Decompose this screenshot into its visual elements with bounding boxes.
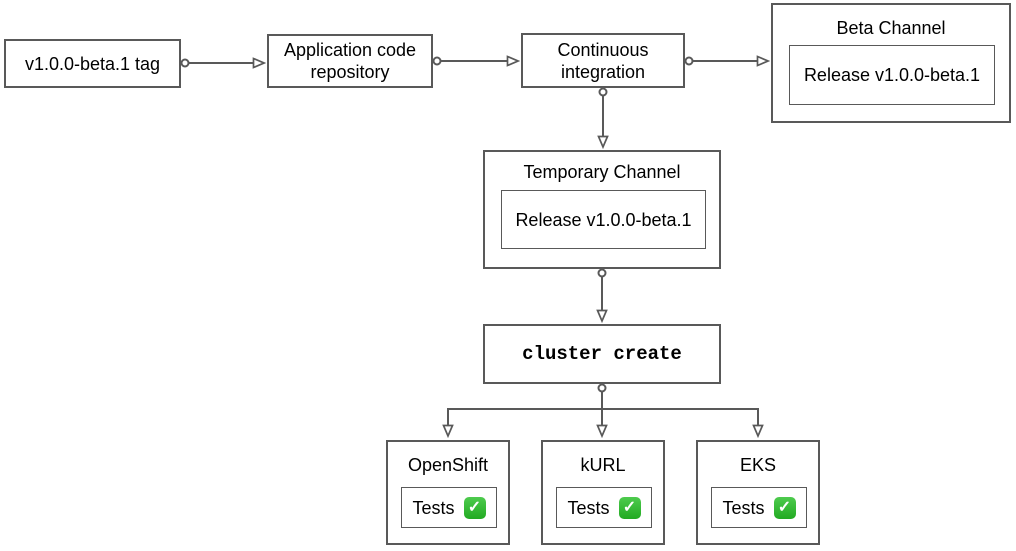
- tests-passed-icon: ✓: [463, 496, 486, 519]
- container-openshift: OpenShift Tests ✓: [386, 440, 510, 545]
- edge-cluster-to-openshift: [448, 392, 603, 436]
- node-version-tag: v1.0.0-beta.1 tag: [4, 39, 181, 88]
- source-anchor-dot: [684, 56, 694, 66]
- continuous-integration-label: Continuous integration: [557, 39, 649, 82]
- kurl-title: kURL: [580, 455, 626, 475]
- eks-tests-label: Tests: [722, 497, 765, 518]
- app-code-repository-label: Application code repository: [283, 40, 417, 82]
- source-anchor-dot: [598, 87, 608, 97]
- source-anchor-dot: [180, 58, 190, 68]
- tests-passed-icon: ✓: [618, 496, 641, 519]
- kurl-tests-label: Tests: [567, 497, 610, 518]
- temporary-channel-title: Temporary Channel: [523, 162, 681, 182]
- eks-title: EKS: [739, 455, 777, 475]
- node-openshift-tests: Tests ✓: [401, 487, 497, 528]
- version-tag-label: v1.0.0-beta.1 tag: [24, 53, 161, 74]
- node-kurl-tests: Tests ✓: [556, 487, 652, 528]
- node-beta-release: Release v1.0.0-beta.1: [789, 45, 995, 105]
- openshift-tests-label: Tests: [412, 497, 455, 518]
- node-app-code-repository: Application code repository: [267, 34, 433, 88]
- cluster-create-label: cluster create: [522, 343, 682, 365]
- node-temporary-release: Release v1.0.0-beta.1: [501, 190, 706, 249]
- container-eks: EKS Tests ✓: [696, 440, 820, 545]
- temporary-release-label: Release v1.0.0-beta.1: [515, 209, 692, 230]
- tests-passed-icon: ✓: [773, 496, 796, 519]
- container-temporary-channel: Temporary Channel Release v1.0.0-beta.1: [483, 150, 721, 269]
- beta-channel-title: Beta Channel: [836, 18, 946, 38]
- source-anchor-dot: [597, 383, 607, 393]
- openshift-title: OpenShift: [407, 455, 489, 475]
- source-anchor-dot: [597, 268, 607, 278]
- source-anchor-dot: [432, 56, 442, 66]
- beta-release-label: Release v1.0.0-beta.1: [803, 65, 981, 85]
- edge-cluster-to-eks: [601, 392, 758, 436]
- container-kurl: kURL Tests ✓: [541, 440, 665, 545]
- node-cluster-create: cluster create: [483, 324, 721, 384]
- node-continuous-integration: Continuous integration: [521, 33, 685, 88]
- container-beta-channel: Beta Channel Release v1.0.0-beta.1: [771, 3, 1011, 123]
- node-eks-tests: Tests ✓: [711, 487, 807, 528]
